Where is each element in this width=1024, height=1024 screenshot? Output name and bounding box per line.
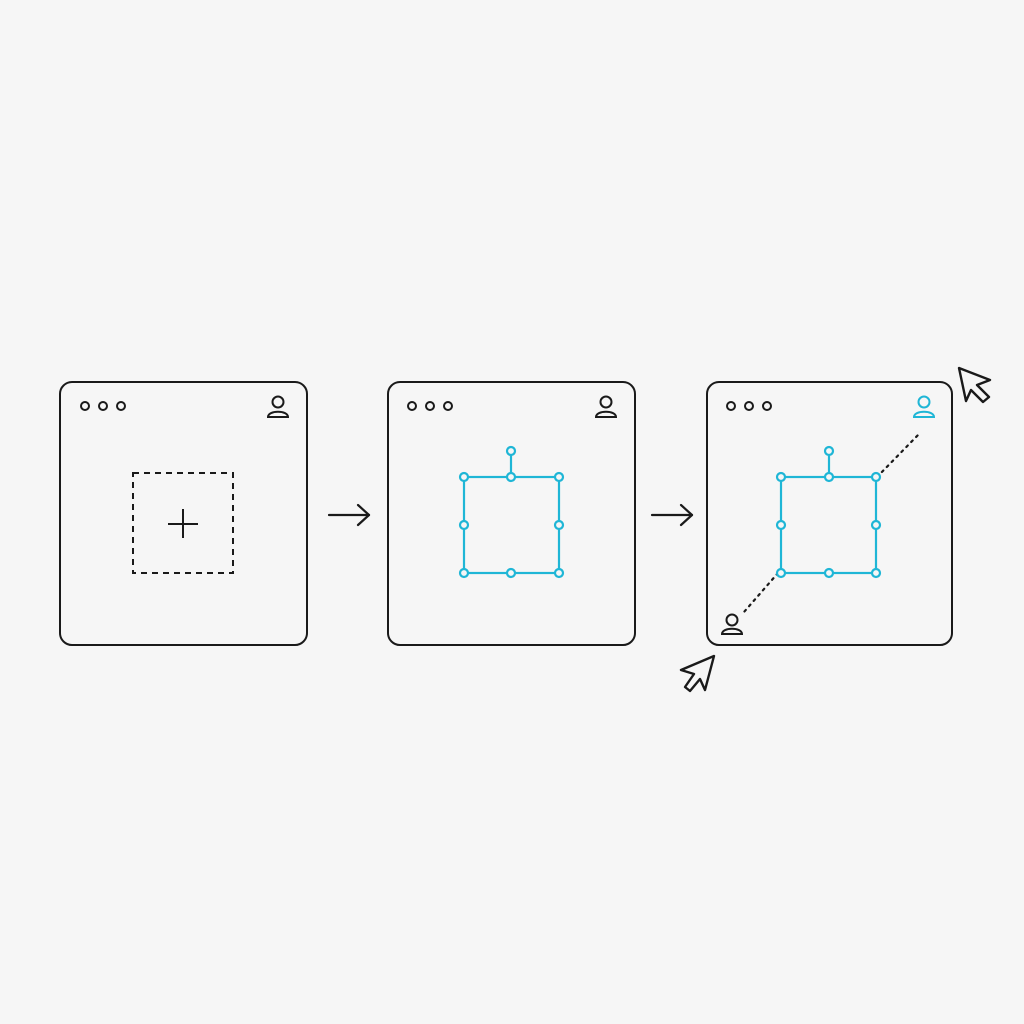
user-icon	[266, 395, 290, 418]
selection-box-with-handles	[458, 445, 565, 579]
window-controls	[80, 401, 126, 411]
window-dot	[762, 401, 772, 411]
panel-2-frame	[387, 381, 636, 646]
window-dot	[80, 401, 90, 411]
resize-handle	[823, 567, 835, 579]
resize-handle	[553, 567, 565, 579]
resize-handle	[458, 519, 470, 531]
cursor-arrow-icon	[679, 654, 716, 693]
cursor-arrow-icon	[957, 366, 992, 404]
collaborator-user-icon	[912, 395, 936, 418]
rotate-handle	[505, 445, 517, 457]
resize-handle	[870, 471, 882, 483]
panel-3	[706, 381, 953, 646]
rotate-handle	[823, 445, 835, 457]
panel-3-frame	[706, 381, 953, 646]
resize-handle	[775, 567, 787, 579]
arrow-right-icon	[327, 503, 371, 527]
window-dot	[98, 401, 108, 411]
resize-handle	[775, 471, 787, 483]
resize-handle	[458, 471, 470, 483]
plus-icon	[168, 509, 198, 538]
user-link	[742, 571, 780, 614]
resize-handle	[553, 471, 565, 483]
arrow-right-icon	[650, 503, 694, 527]
window-dot	[425, 401, 435, 411]
resize-handle	[505, 567, 517, 579]
dashed-placeholder-box	[132, 472, 234, 574]
resize-handle	[870, 519, 882, 531]
window-dot	[443, 401, 453, 411]
selection-box-with-handles	[775, 445, 882, 579]
resize-handle	[505, 471, 517, 483]
resize-handle	[458, 567, 470, 579]
window-dot	[744, 401, 754, 411]
panel-2	[387, 381, 636, 646]
window-dot	[726, 401, 736, 411]
user-icon	[594, 395, 618, 418]
window-controls	[726, 401, 772, 411]
user-icon	[720, 613, 744, 635]
window-dot	[116, 401, 126, 411]
resize-handle	[870, 567, 882, 579]
resize-handle	[775, 519, 787, 531]
collaborator-link	[875, 431, 922, 479]
window-dot	[407, 401, 417, 411]
panel-1	[59, 381, 308, 646]
window-controls	[407, 401, 453, 411]
resize-handle	[823, 471, 835, 483]
resize-handle	[553, 519, 565, 531]
